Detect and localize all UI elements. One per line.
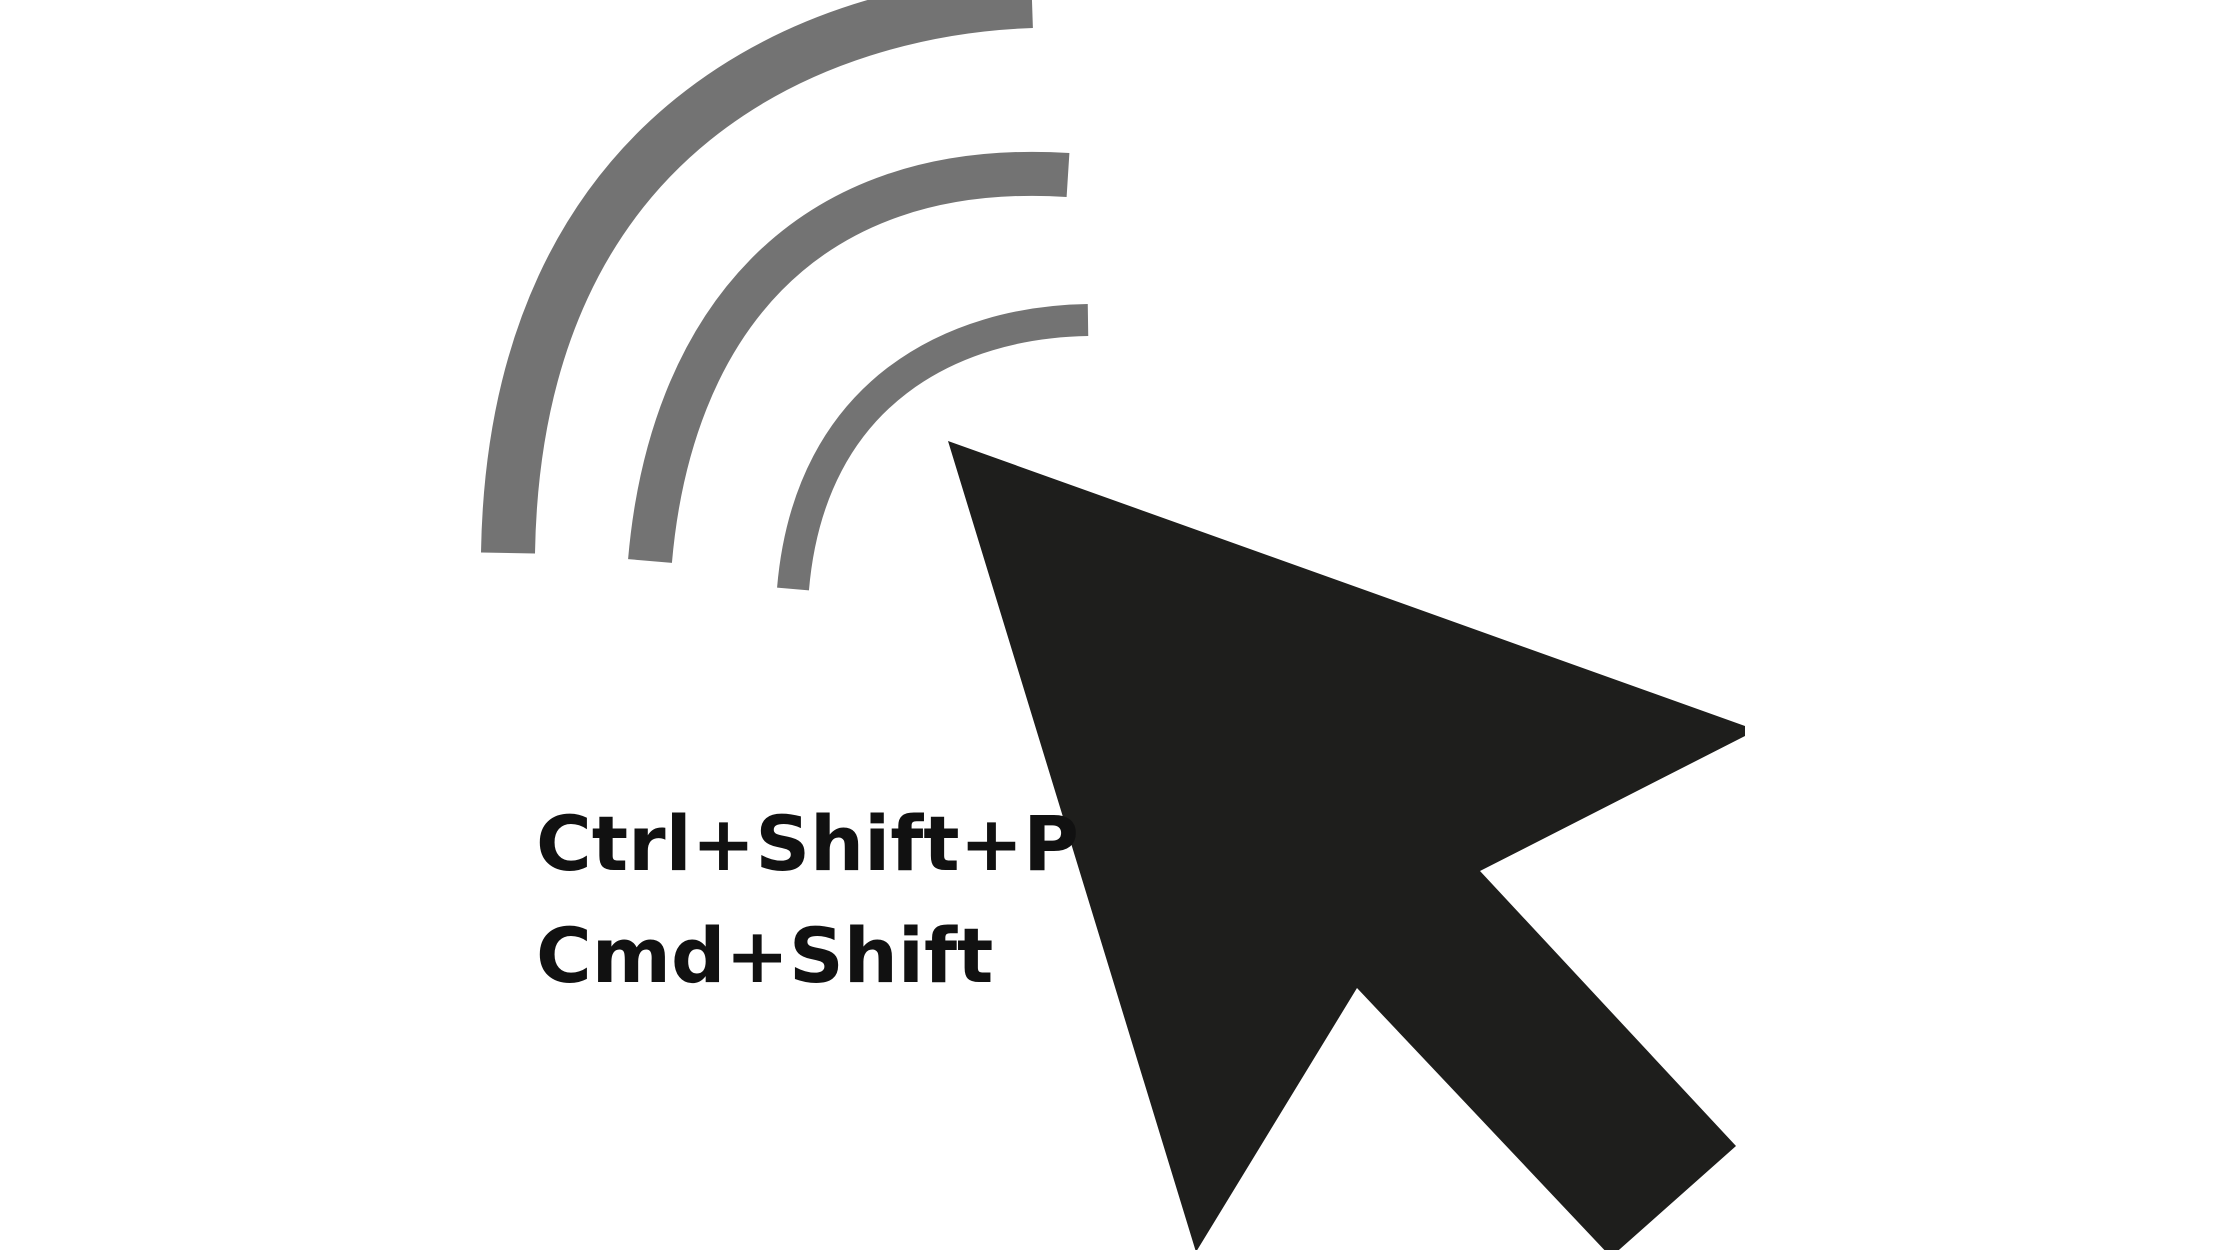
wave-outer xyxy=(481,0,1033,554)
wave-inner xyxy=(777,304,1089,591)
wave-middle xyxy=(628,151,1070,563)
signal-waves-icon xyxy=(481,0,1089,591)
shortcut-mac-label: Cmd+Shift xyxy=(536,911,994,1000)
cursor-arrow-icon xyxy=(948,441,1745,1250)
shortcut-windows-label: Ctrl+Shift+P xyxy=(536,799,1079,888)
